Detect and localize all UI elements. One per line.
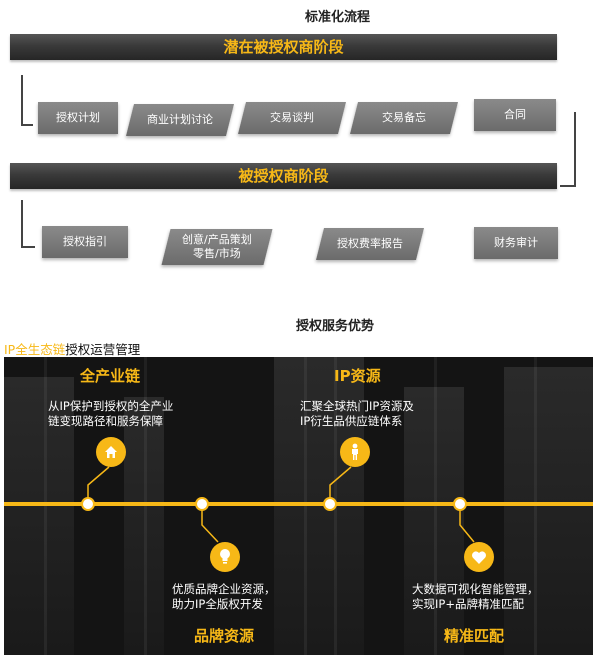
bg-rack — [124, 397, 164, 655]
heart-icon — [464, 542, 494, 572]
person-icon — [340, 437, 370, 467]
timeline-dot-3 — [323, 497, 337, 511]
adv-desc-precise-matching-1: 大数据可视化智能管理， — [412, 582, 539, 596]
adv-title-ip-resources: IP资源 — [334, 367, 381, 385]
adv-title-brand-resources: 品牌资源 — [194, 627, 255, 645]
bg-stripe — [304, 357, 307, 655]
adv-desc-ip-resources-2: IP衍生品供应链体系 — [300, 414, 403, 428]
adv-title-precise-matching: 精准匹配 — [444, 627, 505, 645]
step-financial-audit: 财务审计 — [474, 227, 558, 259]
bg-stripe — [44, 357, 47, 655]
step-business-plan-discussion: 商业计划讨论 — [126, 104, 234, 136]
adv-desc-industry-chain-2: 链变现路径和服务保障 — [48, 414, 163, 428]
flow-connector-arrow-2 — [21, 246, 35, 248]
timeline-dot-2 — [195, 497, 209, 511]
subtitle-highlight: IP全生态链 — [4, 342, 66, 357]
subtitle-rest: 授权运营管理 — [65, 342, 141, 357]
bg-stripe — [144, 357, 147, 655]
advantages-subtitle: IP全生态链授权运营管理 — [4, 339, 140, 358]
bg-rack — [274, 357, 364, 655]
process-title: 标准化流程 — [305, 10, 371, 25]
stage2-band: 被授权商阶段 — [10, 163, 557, 189]
step-royalty-report: 授权费率报告 — [316, 228, 424, 260]
bg-stripe — [434, 357, 437, 655]
step-authorization-plan: 授权计划 — [38, 102, 118, 134]
bg-rack — [404, 387, 464, 655]
adv-desc-precise-matching-2: 实现IP+品牌精准匹配 — [412, 597, 524, 611]
adv-desc-industry-chain-1: 从IP保护到授权的全产业 — [48, 399, 174, 413]
bg-rack — [504, 367, 593, 655]
advantages-title: 授权服务优势 — [296, 319, 375, 334]
flow-connector-right — [574, 112, 576, 186]
step-transaction-negotiation: 交易谈判 — [238, 102, 346, 134]
connector-3 — [201, 504, 219, 543]
stage1-band: 潜在被授权商阶段 — [10, 34, 557, 60]
stage1-label: 潜在被授权商阶段 — [223, 38, 344, 56]
adv-desc-ip-resources-1: 汇聚全球热门IP资源及 — [300, 399, 414, 413]
step-contract: 合同 — [474, 99, 556, 131]
step-creative-product-planning: 创意/产品策划零售/市场 — [161, 229, 273, 265]
advantages-panel: 全产业链 从IP保护到授权的全产业 链变现路径和服务保障 IP资源 汇聚全球热门… — [4, 357, 593, 655]
flow-connector-left-2 — [21, 200, 23, 248]
home-icon — [96, 437, 126, 467]
bg-stripe — [534, 357, 537, 655]
flow-connector-arrow-right — [560, 185, 576, 187]
stage2-label: 被授权商阶段 — [238, 167, 329, 185]
step-creative-line1: 创意/产品策划 — [182, 233, 252, 246]
flow-connector-arrow-1 — [21, 124, 33, 126]
timeline-line — [4, 502, 593, 506]
step-transaction-memo: 交易备忘 — [350, 102, 458, 134]
bg-rack — [4, 377, 74, 655]
timeline-dot-4 — [453, 497, 467, 511]
adv-title-industry-chain: 全产业链 — [80, 367, 141, 385]
step-creative-line2: 零售/市场 — [193, 247, 241, 260]
connector-4 — [459, 504, 475, 543]
step-authorization-guide: 授权指引 — [42, 226, 128, 258]
adv-desc-brand-resources-1: 优质品牌企业资源， — [172, 582, 276, 596]
flow-connector-left-1 — [21, 75, 23, 125]
timeline-dot-1 — [81, 497, 95, 511]
adv-desc-brand-resources-2: 助力IP全版权开发 — [172, 597, 263, 611]
lightbulb-icon — [210, 542, 240, 572]
